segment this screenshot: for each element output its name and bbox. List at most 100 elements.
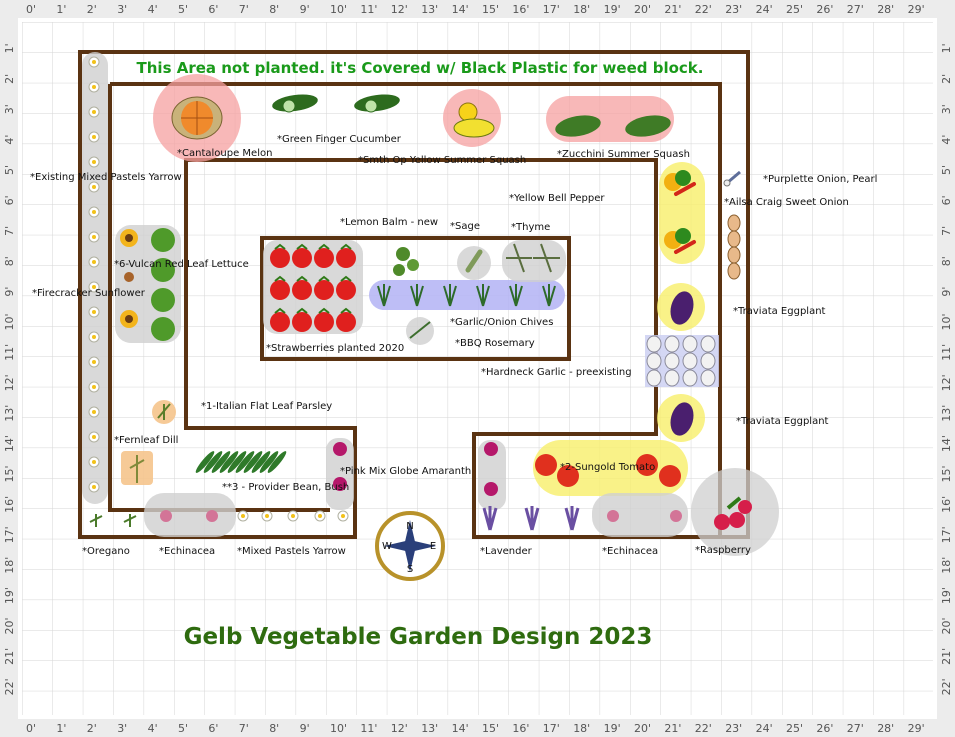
purplette-onion-icon — [723, 170, 741, 187]
ruler-tick-label: 18' — [940, 557, 953, 574]
ruler-tick-label: 26' — [816, 722, 833, 735]
thyme-icon — [506, 243, 560, 273]
compass-s: S — [407, 564, 413, 575]
bean-mark — [203, 451, 223, 473]
raspberry-zone — [691, 468, 779, 556]
bean-mark — [259, 451, 279, 473]
ruler-tick-label: 6' — [208, 722, 218, 735]
ruler-tick-label: 21' — [664, 3, 681, 16]
ruler-tick-label: 21' — [3, 648, 16, 665]
ruler-tick-label: 15' — [940, 465, 953, 482]
garlic-mark — [664, 369, 680, 387]
strawberry-mark — [292, 312, 312, 332]
ruler-tick-label: 17' — [543, 722, 560, 735]
strawberry-leaf — [274, 307, 286, 314]
ruler-tick-label: 3' — [117, 3, 127, 16]
raspberry-icon — [714, 496, 752, 530]
label-bean: **3 - Provider Bean, Bush — [222, 482, 349, 493]
ruler-tick-label: 3' — [117, 722, 127, 735]
ruler-tick-label: 22' — [695, 722, 712, 735]
ruler-tick-label: 4' — [148, 3, 158, 16]
ruler-bottom: 0'1'2'3'4'5'6'7'8'9'10'11'12'13'14'15'16… — [0, 719, 955, 737]
strawberry-mark — [336, 280, 356, 300]
strawberry-mark — [270, 312, 290, 332]
ruler-tick-label: 6' — [208, 3, 218, 16]
ruler-tick-label: 19' — [3, 587, 16, 604]
ruler-tick-label: 17' — [940, 526, 953, 543]
bean-icon — [195, 451, 287, 473]
rosemary-icon — [409, 321, 431, 339]
zucchini-icon — [555, 115, 671, 137]
label-eggplant-1: *Traviata Eggplant — [733, 306, 826, 317]
ruler-tick-label: 2' — [87, 3, 97, 16]
ruler-tick-label: 9' — [300, 722, 310, 735]
garlic-icon — [646, 335, 716, 387]
garlic-mark — [682, 352, 698, 370]
strawberry-leaf — [340, 243, 352, 250]
ruler-tick-label: 1' — [3, 43, 16, 53]
echinacea-icon — [160, 510, 682, 522]
ruler-tick-label: 28' — [877, 3, 894, 16]
label-sage: *Sage — [450, 221, 480, 232]
ruler-tick-label: 19' — [604, 3, 621, 16]
bean-mark — [251, 451, 271, 473]
yarrow-center — [92, 135, 96, 139]
label-tomato: *2-Sungold Tomato — [560, 462, 655, 473]
echinacea-right-zone — [592, 493, 688, 537]
chive-mark — [443, 284, 457, 307]
strawberry-leaf — [296, 307, 308, 314]
ruler-tick-label: 14' — [940, 435, 953, 452]
ruler-tick-label: 13' — [3, 405, 16, 422]
compass-w: W — [382, 541, 392, 552]
ruler-tick-label: 22' — [3, 678, 16, 695]
garlic-mark — [664, 335, 680, 353]
ruler-tick-label: 20' — [3, 617, 16, 634]
garlic-mark — [646, 369, 662, 387]
strawberry-leaf — [296, 243, 308, 250]
ruler-tick-label: 16' — [3, 496, 16, 513]
ruler-tick-label: 21' — [664, 722, 681, 735]
echinacea-left-zone — [144, 493, 236, 537]
label-echinacea-right: *Echinacea — [602, 546, 658, 557]
ruler-tick-label: 19' — [604, 722, 621, 735]
cucumber-icon — [272, 94, 400, 113]
yarrow-center — [92, 185, 96, 189]
label-chives: *Garlic/Onion Chives — [450, 317, 553, 328]
lavender-mark — [482, 506, 498, 531]
yellow-squash-icon — [453, 102, 495, 138]
ruler-tick-label: 10' — [940, 313, 953, 330]
yarrow-center — [291, 514, 295, 518]
bean-mark — [227, 451, 247, 473]
amaranth-icon — [333, 442, 498, 496]
label-echinacea-left: *Echinacea — [159, 546, 215, 557]
garlic-mark — [664, 352, 680, 370]
plant-labels: *Cantaloupe Melon *Green Finger Cucumber… — [30, 134, 877, 557]
ruler-tick-label: 7' — [3, 226, 16, 236]
bean-mark — [219, 451, 239, 473]
compass-rose-icon: N S E W — [375, 511, 445, 581]
label-lemon-balm: *Lemon Balm - new — [340, 217, 438, 228]
ruler-tick-label: 5' — [940, 165, 953, 175]
label-yarrow-bottom: *Mixed Pastels Yarrow — [237, 546, 346, 557]
banner-text: This Area not planted. it's Covered w/ B… — [137, 59, 704, 77]
label-oregano: *Oregano — [82, 546, 130, 557]
label-garlic: *Hardneck Garlic - preexisting — [481, 367, 632, 378]
label-yarrow-existing: *Existing Mixed Pastels Yarrow — [30, 172, 182, 183]
garlic-mark — [682, 369, 698, 387]
ruler-tick-label: 15' — [482, 722, 499, 735]
ruler-tick-label: 25' — [786, 3, 803, 16]
ruler-tick-label: 13' — [421, 3, 438, 16]
yarrow-center — [92, 435, 96, 439]
ruler-tick-label: 22' — [940, 678, 953, 695]
ruler-top: 0'1'2'3'4'5'6'7'8'9'10'11'12'13'14'15'16… — [0, 0, 955, 18]
strawberry-icon — [270, 243, 356, 332]
ruler-tick-label: 9' — [940, 287, 953, 297]
ruler-tick-label: 16' — [512, 3, 529, 16]
chive-mark — [509, 284, 523, 307]
yarrow-center — [92, 160, 96, 164]
yarrow-zone — [82, 52, 108, 504]
lettuce-icon — [151, 228, 175, 341]
ruler-tick-label: 8' — [269, 3, 279, 16]
